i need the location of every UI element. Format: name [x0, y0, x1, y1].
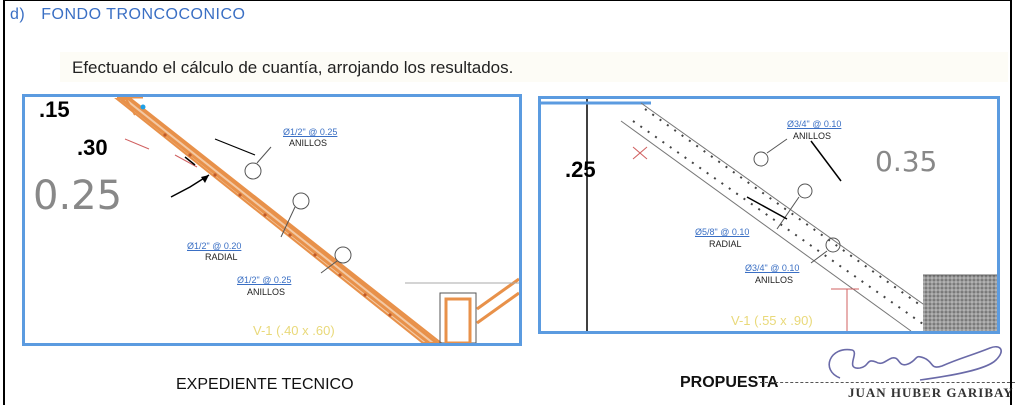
beam-hatch — [923, 275, 997, 331]
signature-name: JUAN HUBER GARIBAY MA — [848, 385, 1015, 400]
left-label-1-spec: Ø1/2" @ 0.25 — [283, 127, 338, 137]
rebar-callout-2 — [797, 183, 813, 199]
propuesta-drawing — [541, 99, 997, 331]
left-beam-label: V-1 (.40 x .60) — [253, 323, 335, 338]
thickness-dim-bottom — [746, 196, 788, 220]
dim-mid-left: .30 — [77, 135, 108, 160]
rebar-line-outer — [128, 97, 438, 343]
callout-2-leader — [776, 196, 800, 230]
callout-3-leader — [320, 260, 338, 274]
rebar-callout-2 — [292, 192, 310, 210]
beam-rebar-ext — [476, 291, 519, 325]
right-label-1-spec: Ø3/4" @ 0.10 — [787, 119, 842, 129]
left-label-1-type: ANILLOS — [289, 138, 328, 148]
section-title: FONDO TRONCOCONICO — [41, 6, 246, 23]
left-label-3-type: ANILLOS — [247, 287, 286, 297]
rebar-callout-1 — [244, 162, 262, 180]
right-beam-label: V-1 (.55 x .90) — [731, 313, 813, 328]
slab-edge-top — [640, 102, 962, 331]
intro-text: Efectuando el cálculo de cuantía, arroja… — [72, 58, 514, 77]
right-label-2-type: RADIAL — [709, 239, 742, 249]
propuesta-panel: .25 0.35 Ø3/4" @ 0.10 ANILLOS Ø5/8" @ 0.… — [538, 96, 1000, 334]
rebar-row-1 — [644, 108, 952, 328]
expediente-drawing — [114, 97, 519, 343]
anchor-dot — [140, 104, 146, 110]
right-label-2-spec: Ø5/8" @ 0.10 — [695, 227, 750, 237]
wall-stub — [124, 97, 136, 116]
left-label-2-spec: Ø1/2" @ 0.20 — [187, 241, 242, 251]
rebar-callout-3 — [334, 246, 352, 264]
signature-line — [760, 382, 1015, 383]
thickness-dim-top — [810, 140, 842, 182]
intro-highlight — [60, 52, 1008, 82]
rebar-dots — [163, 133, 392, 317]
dim-top-right: .25 — [565, 157, 596, 182]
frame-top-border — [3, 0, 1012, 1]
dim-tick — [124, 138, 150, 150]
right-label-3-spec: Ø3/4" @ 0.10 — [745, 263, 800, 273]
callout-1-leader — [766, 138, 788, 154]
caption-propuesta: PROPUESTA — [680, 374, 779, 391]
slab-edge-bottom — [620, 120, 912, 331]
left-label-2-type: RADIAL — [205, 252, 238, 262]
caption-expediente: EXPEDIENTE TECNICO — [176, 376, 354, 393]
left-label-3-spec: Ø1/2" @ 0.25 — [237, 275, 292, 285]
dim-top-left: .15 — [39, 97, 70, 122]
arrow-head — [201, 175, 209, 183]
callout-2-leader — [280, 206, 296, 238]
frame-left-border — [3, 0, 5, 405]
callout-1-leader — [256, 146, 272, 164]
rebar-callout-1 — [753, 151, 769, 167]
rebar-callout-3 — [825, 237, 841, 253]
section-number: d) — [10, 6, 26, 23]
dim-thickness-left: 0.25 — [33, 173, 123, 219]
callout-3-leader — [810, 250, 828, 264]
dim-tick — [632, 146, 648, 160]
beam-outline — [439, 292, 477, 343]
right-label-1-type: ANILLOS — [793, 131, 832, 141]
beam-rebar-ext-2 — [476, 277, 519, 311]
signature-scribble — [828, 345, 1002, 381]
rebar-line-inner — [120, 97, 430, 343]
anillos-leader — [214, 138, 256, 156]
dim-tick-black — [184, 156, 196, 166]
beam-stirrup — [444, 297, 472, 343]
section-heading: d) FONDO TRONCOCONICO — [10, 6, 246, 24]
dim-tick — [174, 154, 198, 168]
expediente-panel: .15 .30 0.25 Ø1/2" @ 0.25 ANILLOS Ø1/2" … — [22, 94, 522, 346]
dim-thickness-right: 0.35 — [875, 145, 938, 178]
frame-right-border — [1010, 0, 1012, 405]
right-label-3-type: ANILLOS — [755, 275, 794, 285]
